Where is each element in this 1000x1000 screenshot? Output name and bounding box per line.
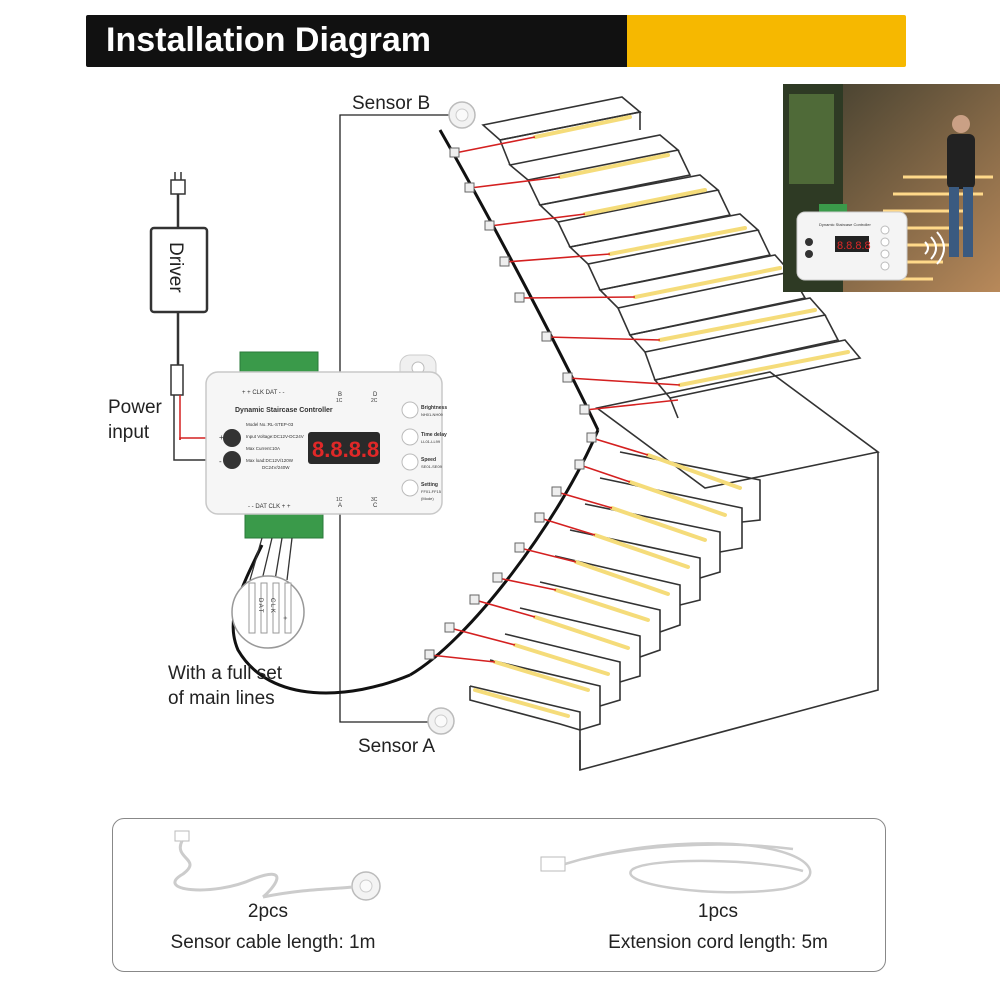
sensor-a-label: Sensor A: [358, 736, 436, 757]
controller-port-b: B: [338, 392, 342, 398]
led-connectors: [429, 136, 681, 663]
photo-controller-title: Dynamic Staircase Controller: [819, 222, 871, 227]
accessories-illustrations: [173, 830, 812, 901]
main-lines-magnifier: [231, 575, 305, 649]
photo-inset: 8.8.8.8 Dynamic Staircase Controller: [783, 84, 1000, 292]
power-input-label-line2: input: [108, 422, 150, 443]
controller-button-speed: Speed: [421, 457, 436, 463]
controller-spec-voltage: Input Voltage:DC12V-DC24V: [246, 434, 304, 439]
controller-button-setting: Setting: [421, 482, 438, 488]
title-bar: Installation Diagram: [86, 15, 906, 67]
controller-port-c-sub: 3C: [371, 497, 378, 503]
sensor-cable-desc: Sensor cable length: 1m: [170, 932, 376, 953]
wire-label-plus: +: [281, 616, 288, 620]
photo-inset-scene: 8.8.8.8 Dynamic Staircase Controller: [783, 84, 1000, 292]
controller-port-d-sub: 2C: [371, 398, 378, 404]
photo-controller: 8.8.8.8 Dynamic Staircase Controller: [796, 204, 908, 281]
sensor-puck-icon: [351, 871, 381, 901]
main-line-top: [438, 129, 600, 431]
controller-box: [205, 351, 443, 539]
sensor-cable-icon: [173, 830, 279, 899]
sensor-b-label: Sensor B: [352, 93, 431, 114]
controller-port-a-sub: 1C: [336, 497, 343, 503]
wire-label-dat: D A T: [257, 598, 263, 613]
sensor-a-icon: [427, 707, 455, 735]
controller-spec-load: Max load:DC12V/120W: [246, 458, 294, 463]
controller-plus: +: [219, 433, 224, 442]
controller-port-c: C: [373, 503, 378, 509]
page-title: Installation Diagram: [106, 21, 431, 59]
controller-name: Dynamic Staircase Controller: [235, 407, 333, 414]
sensor-b-wire: [339, 114, 455, 375]
driver-label: Driver: [165, 242, 186, 293]
controller-button-speed-sub: SE01-SE09: [421, 464, 443, 469]
sensor-b-icon: [448, 101, 476, 129]
controller-button-time-delay-sub: LL01-LL99: [421, 439, 441, 444]
controller-display: 8.8.8.8: [312, 437, 379, 462]
person-figure: [947, 115, 975, 257]
controller-button-setting-sub: FF01-FF15: [421, 489, 442, 494]
wire-label-clk: C L K: [269, 598, 275, 613]
led-strips: [473, 115, 850, 718]
signal-waves-icon: [924, 231, 945, 265]
controller-button-setting-sub2: (Mode): [421, 496, 434, 501]
extension-cord-desc: Extension cord length: 5m: [608, 932, 828, 953]
power-input-label-line1: Power: [108, 397, 162, 418]
photo-controller-display: 8.8.8.8: [837, 240, 871, 252]
controller-port-d: D: [373, 392, 378, 398]
accessories-box: 2pcs Sensor cable length: 1m 1pcs Extens…: [112, 818, 886, 972]
extension-cord-icon: [540, 842, 812, 894]
controller-bottom-terminal: - - DAT CLK + +: [248, 504, 291, 510]
controller-button-brightness-sub: NH01-NH09: [421, 412, 444, 417]
controller-spec-load2: DC24V/240W: [262, 465, 290, 470]
controller-minus: -: [219, 457, 222, 466]
controller-main-wires: [249, 537, 293, 581]
controller-top-terminal: + + CLK DAT - -: [242, 390, 284, 396]
controller-spec-model: Model No.:RL-STEP-03: [246, 422, 294, 427]
controller-port-a: A: [338, 503, 342, 509]
driver-power-supply: [149, 172, 225, 461]
sensor-cable-qty: 2pcs: [247, 901, 289, 922]
connector-nodes: [424, 147, 597, 660]
controller-button-time-delay: Time delay: [421, 432, 447, 438]
controller-button-brightness: Brightness: [421, 405, 447, 411]
controller-spec-current: Max Current:10A: [246, 446, 280, 451]
main-lines-label-line2: of main lines: [168, 688, 275, 709]
extension-cord-qty: 1pcs: [697, 901, 739, 922]
sensor-a-wire: [339, 505, 432, 723]
controller-port-b-sub: 1C: [336, 398, 343, 404]
main-lines-label-line1: With a full set: [168, 663, 283, 684]
